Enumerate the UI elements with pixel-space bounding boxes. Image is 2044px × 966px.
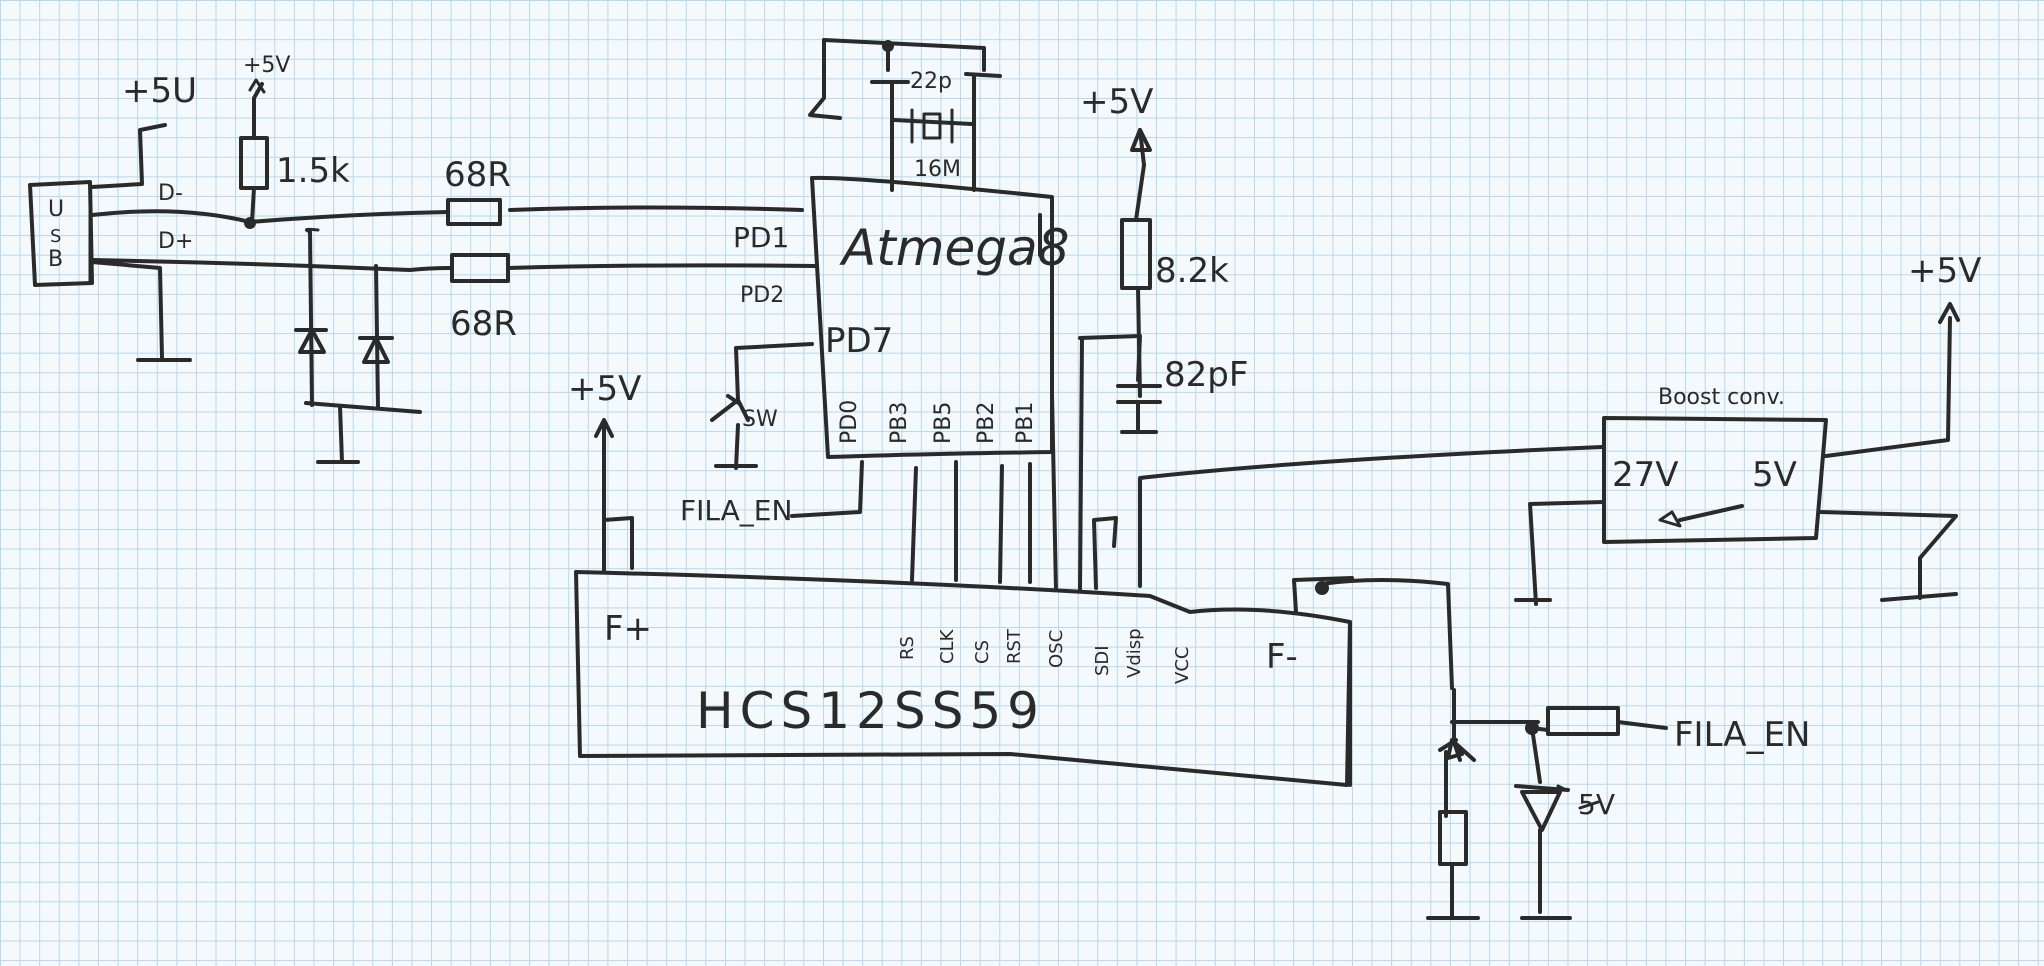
vfd-pin-7: Vdisp [1124,628,1145,678]
vfd-f-minus: F- [1266,637,1298,677]
pullup-vcc-label: +5V [243,53,290,78]
fila-en-left-label: FILA_EN [680,494,792,527]
zener-diodes [294,227,422,464]
mcu-bottom-pin-4: PB2 [974,402,999,444]
boost-output: +5V [1818,251,1981,602]
series-resistor-top: 68R [444,155,511,226]
crystal-circuit: 22p 16M [808,38,1002,192]
usb-label-b: B [48,247,63,272]
boost-input-ground [1514,500,1606,606]
mcu-bottom-pin-2: PB3 [887,402,912,444]
pullup-resistor: +5V 1.5k [239,53,350,224]
vfd-pin-2: CLK [937,628,958,664]
mcu-atmega8: Atmega8 PD1 PD2 PD7 PD0 PB3 PB5 PB2 PB1 [733,175,1069,459]
mcu-bottom-pin-3: PB5 [931,402,956,444]
switch-label: SW [742,407,778,432]
usb-connector: U S B [28,180,94,287]
vfd-pin-6: SDI [1092,645,1113,676]
dminus-label: D- [158,181,183,206]
dplus-line: D+ [90,229,817,272]
mcu-pin-pd2: PD2 [740,283,784,308]
pd7-switch: SW [710,342,814,470]
mcu-bottom-pin-1: PD0 [837,400,862,444]
vfd-pin-8: VCC [1172,647,1193,684]
mcu-pin-pd7: PD7 [825,321,893,361]
boost-title: Boost conv. [1658,385,1785,410]
vfd-pin-4: RST [1004,628,1025,664]
reset-network: +5V 8.2k 82pF [1050,82,1248,592]
mcu-bottom-pin-5: PB1 [1013,402,1038,444]
boost-in-label: 27V [1612,455,1679,495]
usb-label-s: S [50,226,61,247]
boost-converter: Boost conv. 27V 5V [1602,385,1828,544]
series-top-value: 68R [444,155,511,195]
dplus-label: D+ [158,229,193,254]
vfd-vcc-flag [1092,445,1604,590]
vfd-name: HCS12SS59 [696,682,1045,740]
vfd-vcc-label: +5V [568,369,641,409]
pullup-value: 1.5k [276,151,350,191]
junction-dot [244,217,256,229]
mcu-pin-pd1: PD1 [733,221,789,254]
vfd-hcs12ss59: HCS12SS59 F+ F- RS CLK CS RST OSC SDI Vd… [574,570,1352,787]
reset-vcc-label: +5V [1080,82,1153,122]
mcu-vfd-bus [910,460,1032,584]
vfd-pin-1: RS [897,636,918,660]
fila-en-right-label: FILA_EN [1674,715,1810,755]
crystal-caps-value: 22p [910,69,952,94]
series-bottom-value: 68R [450,304,517,344]
usb-vbus: +5U [90,71,197,189]
vfd-vcc: +5V [568,369,641,572]
boost-out-label: 5V [1752,455,1797,495]
filament-driver: FILA_EN 5V [1292,576,1810,920]
vfd-pin-5: OSC [1046,630,1067,668]
reset-resistor-value: 8.2k [1155,251,1229,291]
usb-vcc-label: +5U [122,71,197,111]
vfd-f-plus: F+ [604,609,652,649]
mcu-name: Atmega8 [839,219,1069,277]
vfd-pin-3: CS [972,640,993,664]
usb-ground [90,260,192,362]
series-resistor-bottom: 68R [450,253,517,344]
crystal-value: 16M [914,157,961,182]
boost-vcc-label: +5V [1908,251,1981,291]
reset-cap-value: 82pF [1164,355,1248,395]
zener-label: 5V [1578,788,1615,821]
fila-en-left: FILA_EN [680,460,864,527]
usb-label-u: U [48,197,64,222]
